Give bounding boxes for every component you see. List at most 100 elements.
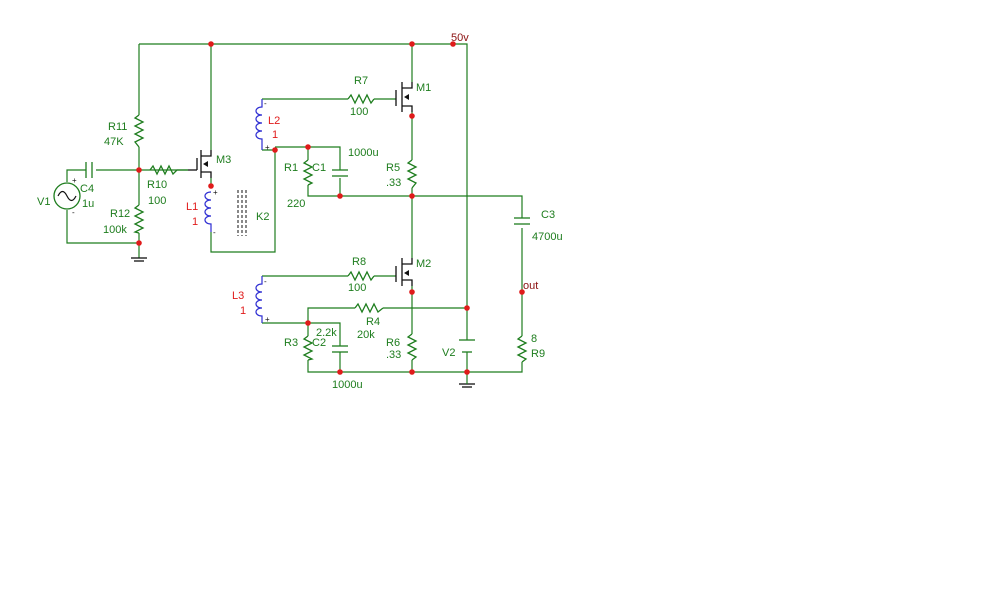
resistor-r12[interactable]: [133, 204, 145, 234]
label-r3-value: 2.2k: [316, 327, 337, 339]
resistor-r3[interactable]: [302, 335, 314, 361]
node: [464, 369, 470, 375]
node: [337, 193, 343, 199]
label-r11-value: 47K: [104, 136, 124, 148]
svg-text:+: +: [213, 188, 218, 197]
label-r12-name: R12: [110, 208, 130, 220]
label-l2-name: L2: [268, 115, 280, 127]
wire-c2-top: [262, 322, 341, 336]
node: [305, 144, 311, 150]
svg-text:+: +: [72, 176, 77, 185]
resistor-r6[interactable]: [406, 333, 418, 361]
label-r6-name: R6: [386, 337, 400, 349]
component-labels: 50v R11 47K R10 100 R12 100k V1 C4 1u M3…: [37, 32, 563, 391]
ground-symbol-right: [459, 380, 475, 388]
wire-r4-left: [307, 307, 355, 323]
label-l3-name: L3: [232, 290, 244, 302]
label-r5-value: .33: [386, 177, 401, 189]
wire-l1-return: [210, 149, 276, 253]
resistor-r9[interactable]: [516, 335, 528, 363]
label-r9-value: 8: [531, 333, 537, 345]
wire-bottom-rail: [307, 360, 523, 373]
label-out: out: [523, 280, 538, 292]
ground-symbol-left: [131, 255, 147, 262]
label-l3-value: 1: [240, 305, 246, 317]
label-r3-name: R3: [284, 337, 298, 349]
node: [409, 289, 415, 295]
label-r8-name: R8: [352, 256, 366, 268]
resistor-r10[interactable]: [149, 164, 188, 176]
capacitor-c1[interactable]: [332, 160, 348, 177]
node: [409, 41, 415, 47]
label-r9-name: R9: [531, 348, 545, 360]
label-c2-value: 1000u: [332, 379, 363, 391]
mosfet-m1[interactable]: [395, 82, 413, 112]
node: [136, 240, 142, 246]
svg-text:+: +: [265, 143, 270, 152]
label-r11-name: R11: [108, 121, 127, 133]
label-m3-name: M3: [216, 154, 231, 166]
label-c3-name: C3: [541, 209, 555, 221]
node: [450, 41, 456, 47]
label-v2-name: V2: [442, 347, 455, 359]
node: [409, 113, 415, 119]
dc-source-v2[interactable]: [459, 339, 475, 353]
label-m2-name: M2: [416, 258, 431, 270]
node: [409, 369, 415, 375]
wire-to-c3: [467, 195, 523, 218]
wires: [66, 43, 523, 380]
svg-text:-: -: [264, 277, 267, 286]
inductor-l3[interactable]: [255, 276, 263, 323]
label-l2-value: 1: [272, 129, 278, 141]
ac-source-v1[interactable]: [53, 182, 81, 210]
inductor-l2[interactable]: [255, 99, 263, 150]
capacitors: [85, 160, 530, 353]
label-r5-name: R5: [386, 162, 400, 174]
wire-c1-top: [275, 146, 341, 160]
label-r12-value: 100k: [103, 224, 127, 236]
label-c4-name: C4: [80, 183, 94, 195]
label-c1-value: 1000u: [348, 147, 379, 159]
label-l1-value: 1: [192, 216, 198, 228]
capacitor-c4[interactable]: [85, 162, 93, 178]
resistor-r11[interactable]: [133, 114, 145, 148]
label-c4-value: 1u: [82, 198, 94, 210]
label-r8-value: 100: [348, 282, 366, 294]
inductor-l1[interactable]: [204, 191, 212, 232]
label-m1-name: M1: [416, 82, 431, 94]
resistor-r5[interactable]: [406, 159, 418, 189]
svg-text:-: -: [264, 99, 267, 108]
label-r4-value: 20k: [357, 329, 375, 341]
node: [305, 320, 311, 326]
label-r1-value: 220: [287, 198, 305, 210]
svg-text:-: -: [72, 208, 75, 217]
capacitor-c2[interactable]: [332, 336, 348, 353]
label-r1-name: R1: [284, 162, 298, 174]
junction-nodes: [136, 41, 525, 375]
node: [464, 305, 470, 311]
resistor-r8[interactable]: [347, 270, 375, 282]
label-c2-name: C2: [312, 337, 326, 349]
capacitor-c3[interactable]: [514, 217, 530, 225]
node: [208, 183, 214, 189]
label-r10-value: 100: [148, 195, 166, 207]
node: [337, 369, 343, 375]
node: [272, 147, 278, 153]
polarity-marks: + - + - - + - +: [72, 99, 270, 324]
label-l1-name: L1: [186, 201, 198, 213]
label-c3-value: 4700u: [532, 231, 563, 243]
resistor-r1[interactable]: [302, 159, 314, 186]
resistor-r4[interactable]: [354, 302, 384, 314]
label-r10-name: R10: [147, 179, 167, 191]
mosfet-m2[interactable]: [395, 258, 413, 286]
node: [208, 41, 214, 47]
label-k2-name: K2: [256, 211, 269, 223]
wire-v1-bottom: [66, 210, 139, 244]
resistor-r7[interactable]: [347, 93, 375, 105]
resistors: [133, 93, 528, 363]
wire-top-rail: [139, 43, 468, 308]
coupling-core-k2[interactable]: [237, 190, 247, 236]
mosfet-m3[interactable]: [188, 150, 212, 178]
label-r6-value: .33: [386, 349, 401, 361]
